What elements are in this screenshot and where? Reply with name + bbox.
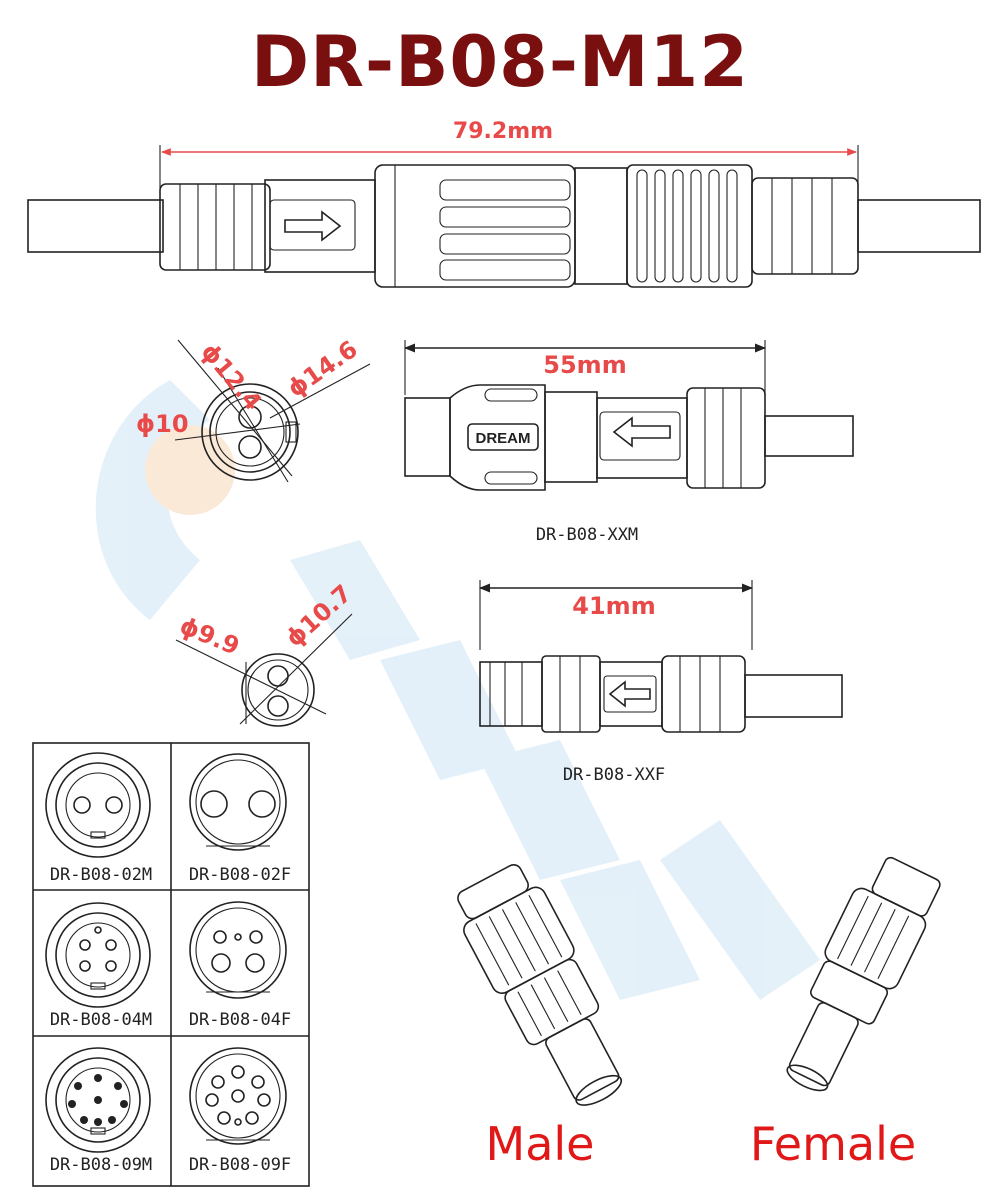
pin-label-09m: DR-B08-09M <box>50 1155 152 1175</box>
pin-label-04m: DR-B08-04M <box>50 1010 152 1030</box>
female-side-view <box>478 580 843 733</box>
male-diameter-inner-label: ϕ10 <box>136 410 189 438</box>
female-label: Female <box>750 1117 916 1171</box>
watermark <box>95 380 820 1000</box>
male-connector-sketch <box>457 864 623 1106</box>
pin-face-02f <box>189 753 287 851</box>
female-length-label: 41mm <box>572 592 655 620</box>
male-length-label: 55mm <box>543 351 626 379</box>
male-model-caption: DR-B08-XXM <box>536 525 638 545</box>
male-label: Male <box>486 1117 595 1171</box>
female-end-view <box>175 613 353 727</box>
female-connector-sketch <box>786 856 941 1092</box>
pin-face-09m <box>45 1047 151 1153</box>
pin-layout-table <box>32 742 310 1187</box>
pin-label-09f: DR-B08-09F <box>189 1155 291 1175</box>
pin-face-02m <box>45 752 151 858</box>
pin-face-09f <box>189 1047 287 1145</box>
pin-label-02m: DR-B08-02M <box>50 865 152 885</box>
male-end-view <box>174 339 371 483</box>
body-brand-label: DREAM <box>476 430 531 447</box>
overall-length-label: 79.2mm <box>453 119 553 144</box>
page-title: DR-B08-M12 <box>251 21 749 103</box>
female-diameter-inner-label: ϕ9.9 <box>176 612 244 661</box>
male-side-view <box>403 340 854 491</box>
assembly-drawing <box>27 145 981 288</box>
pin-face-04f <box>189 901 287 999</box>
pin-label-02f: DR-B08-02F <box>189 865 291 885</box>
pin-label-04f: DR-B08-04F <box>189 1010 291 1030</box>
female-model-caption: DR-B08-XXF <box>563 765 665 785</box>
pin-face-04m <box>45 902 151 1008</box>
male-diameter-outer-label: ϕ14.6 <box>282 335 362 403</box>
